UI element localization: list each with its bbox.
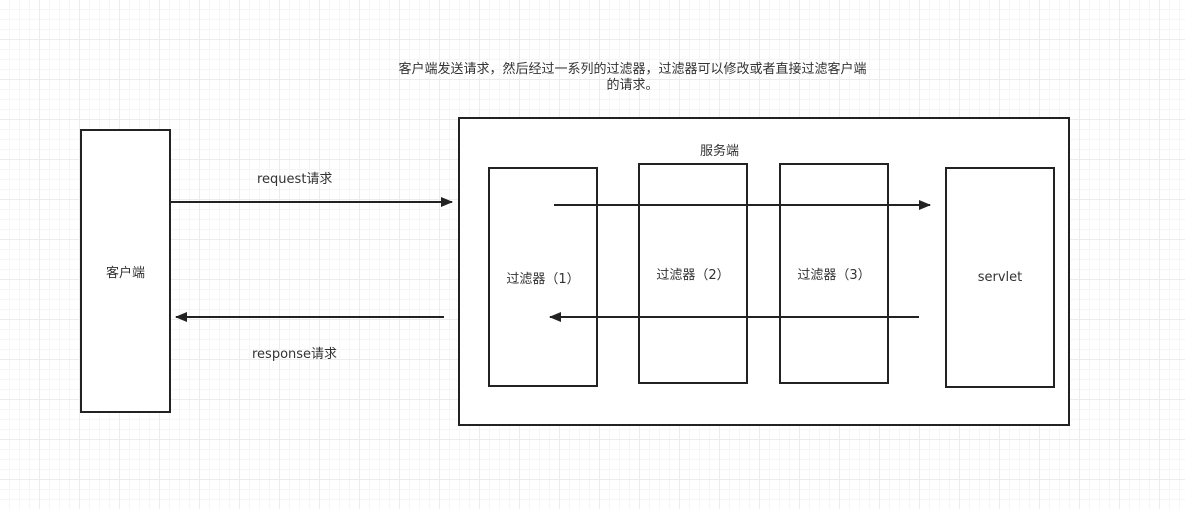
client-box: 客户端 bbox=[80, 129, 171, 413]
client-label: 客户端 bbox=[105, 265, 145, 281]
server-label: 服务端 bbox=[700, 144, 740, 159]
request-label: request请求 bbox=[257, 172, 333, 187]
response-label: response请求 bbox=[252, 347, 338, 362]
servlet-box: servlet bbox=[945, 167, 1055, 388]
filter-label-3: 过滤器（3） bbox=[797, 268, 871, 283]
filter-label-2: 过滤器（2） bbox=[656, 268, 730, 283]
filter-box-3: 过滤器（3） bbox=[779, 163, 889, 384]
filter-box-1: 过滤器（1） bbox=[488, 167, 598, 387]
servlet-label: servlet bbox=[977, 270, 1023, 285]
filter-box-2: 过滤器（2） bbox=[638, 163, 748, 384]
filter-label-1: 过滤器（1） bbox=[506, 271, 580, 287]
description-note: 客户端发送请求，然后经过一系列的过滤器，过滤器可以修改或者直接过滤客户端的请求。 bbox=[398, 62, 867, 93]
